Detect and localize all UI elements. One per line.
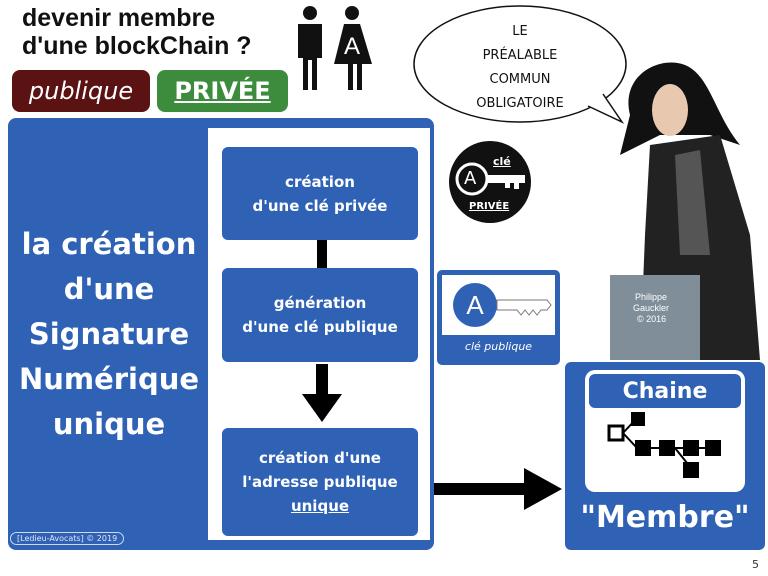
slide-title: devenir membre d'une blockChain ? [22,4,252,60]
privee-tag: PRIVÉE [157,70,288,112]
connector-line [317,240,327,268]
private-key-badge: A clé PRIVÉE [449,141,531,223]
step-text: génération [273,294,367,312]
speech-line: PRÉALABLE [482,48,558,63]
step-text: d'une clé privée [252,196,388,215]
chain-header: Chaine [589,374,741,408]
step-text: création d'une [259,449,381,467]
svg-text:A: A [466,290,484,320]
chain-panel: Chaine "Membre" [565,362,765,550]
speech-line: LE [512,24,528,39]
credit-line: Philippe [635,292,667,302]
step-text: unique [290,497,350,515]
heading-line: Signature [28,317,190,351]
public-key-label: clé publique [464,340,533,353]
key-letter: A [464,168,477,189]
private-key-bottom: PRIVÉE [469,201,510,212]
step-address: création d'une l'adresse publique unique [222,428,418,536]
private-key-top: clé [493,155,511,168]
public-key-icon: A [453,283,552,327]
step-public-key: génération d'une clé publique [222,268,418,362]
chain-icon [607,412,721,478]
step-text: création [285,172,355,191]
woman-illustration: Philippe Gauckler © 2016 [610,62,760,360]
publique-tag: publique [12,70,150,112]
title-line-1: devenir membre [22,4,216,32]
credit-line: © 2016 [637,314,666,324]
step-private-key: création d'une clé privée [222,147,418,240]
key-icon [455,162,525,196]
page-number: 5 [752,558,759,571]
man-woman-icon: A [298,6,372,90]
heading-line: unique [52,407,166,441]
arrow-right-icon [434,468,562,510]
speech-bubble [413,5,627,124]
heading-line: d'une [63,272,155,306]
signature-heading: la création d'une Signature Numérique un… [10,222,208,447]
step-text: d'une clé publique [242,318,398,336]
speech-text: LE PRÉALABLE COMMUN OBLIGATOIRE [440,20,600,116]
public-key-card: A clé publique [437,270,560,365]
speech-line: COMMUN [489,72,551,87]
heading-line: Numérique [18,362,200,396]
step-text: l'adresse publique [242,473,398,491]
copyright: [Ledieu-Avocats] © 2019 [10,532,125,545]
speech-line: OBLIGATOIRE [476,96,564,111]
membre-label: "Membre" [580,500,750,535]
title-line-2: d'une blockChain ? [22,32,252,60]
svg-text:A: A [344,33,360,60]
heading-line: la création [21,227,197,261]
credit-line: Gauckler [633,303,669,313]
arrow-down-icon [302,364,342,422]
